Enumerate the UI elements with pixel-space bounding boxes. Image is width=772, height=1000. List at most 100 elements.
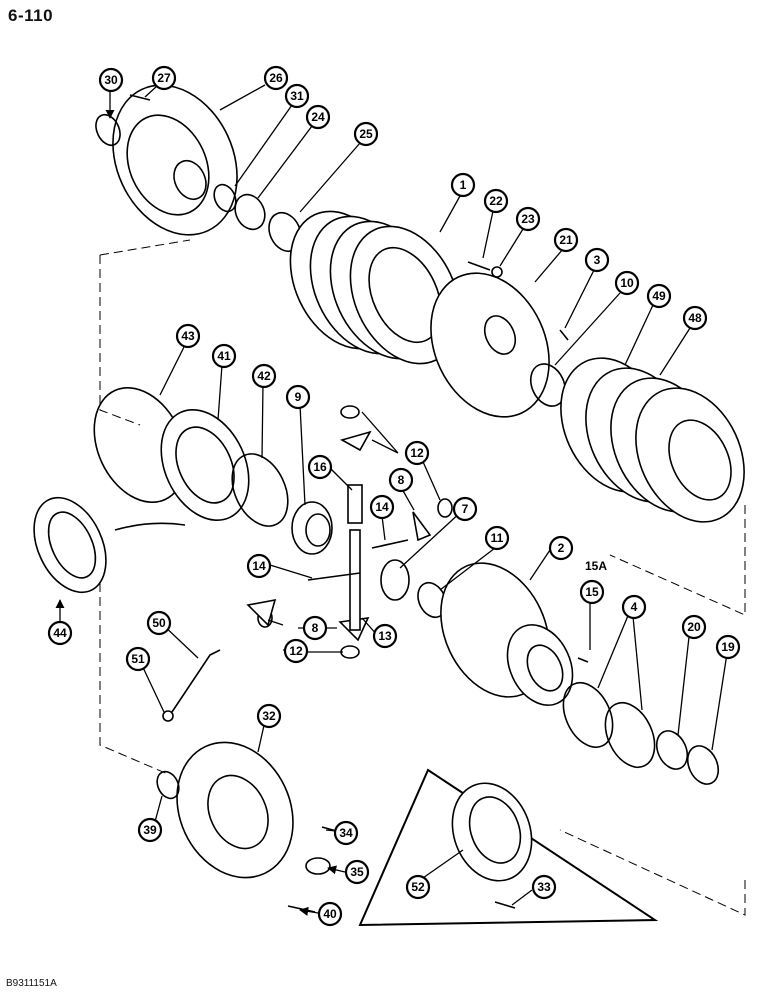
svg-text:20: 20 (687, 620, 701, 634)
callout-15: 15 (579, 579, 605, 605)
callout-48: 48 (682, 305, 708, 331)
leader-lines (55, 84, 729, 916)
part-7-side-gear (380, 559, 410, 601)
part-44-plate (33, 496, 107, 594)
svg-text:24: 24 (311, 110, 325, 124)
callout-25: 25 (353, 121, 379, 147)
svg-text:32: 32 (262, 709, 276, 723)
callout-1: 1 (450, 172, 476, 198)
figure-code: B9311151A (6, 978, 57, 989)
callout-16: 16 (307, 454, 333, 480)
callout-52: 52 (405, 874, 431, 900)
svg-text:25: 25 (359, 127, 373, 141)
svg-text:40: 40 (323, 907, 337, 921)
callout-19: 19 (715, 634, 741, 660)
svg-text:23: 23 (521, 212, 535, 226)
part-31-ring (213, 183, 237, 213)
callout-34: 34 (333, 820, 359, 846)
part-16-pin (347, 484, 363, 524)
callout-12-lower: 12 (283, 638, 309, 664)
svg-text:19: 19 (721, 640, 735, 654)
part-35-washer (305, 857, 331, 875)
svg-text:10: 10 (620, 276, 634, 290)
part-33-pin (494, 901, 516, 909)
part-19-bearing (686, 745, 720, 785)
callout-50: 50 (146, 610, 172, 636)
svg-text:7: 7 (462, 502, 469, 516)
callout-7: 7 (452, 496, 478, 522)
svg-text:43: 43 (181, 329, 195, 343)
callout-30: 30 (98, 67, 124, 93)
callout-51: 51 (125, 646, 151, 672)
svg-text:42: 42 (257, 369, 271, 383)
svg-text:49: 49 (652, 289, 666, 303)
part-20-cup (655, 730, 689, 770)
callout-2: 2 (548, 535, 574, 561)
part-41-piston (160, 408, 250, 522)
page-number: 6-110 (8, 6, 54, 25)
part-8-pinion (339, 430, 372, 452)
callout-49: 49 (646, 283, 672, 309)
svg-text:9: 9 (295, 390, 302, 404)
callout-3: 3 (584, 247, 610, 273)
svg-text:13: 13 (378, 629, 392, 643)
svg-text:16: 16 (313, 460, 327, 474)
svg-text:52: 52 (411, 880, 425, 894)
part-13-shaft (349, 529, 361, 631)
callout-13: 13 (372, 623, 398, 649)
part-2-housing (440, 562, 574, 706)
callout-26: 26 (263, 65, 289, 91)
callout-31: 31 (284, 83, 310, 109)
part-24-bearing (234, 193, 266, 231)
part-51-fitting (162, 710, 174, 722)
svg-text:15: 15 (585, 585, 599, 599)
svg-text:22: 22 (489, 194, 503, 208)
inset-frame (358, 768, 659, 927)
callout-10: 10 (614, 270, 640, 296)
part-52-ring (451, 782, 533, 882)
part-26-housing (112, 84, 238, 236)
callout-8: 8 (388, 467, 414, 493)
assembly-outline-dashed (99, 255, 141, 426)
callout-23: 23 (515, 206, 541, 232)
callout-27: 27 (151, 65, 177, 91)
svg-text:12: 12 (289, 644, 303, 658)
callout-15A: 15A (585, 559, 607, 573)
part-32-housing (176, 741, 294, 879)
svg-text:30: 30 (104, 73, 118, 87)
svg-text:41: 41 (217, 349, 231, 363)
svg-text:14: 14 (252, 559, 266, 573)
svg-text:4: 4 (631, 600, 638, 614)
svg-text:27: 27 (157, 71, 171, 85)
part-48-49-disc-pack (560, 357, 745, 523)
part-12-washer (340, 405, 360, 419)
svg-text:2: 2 (558, 541, 565, 555)
svg-text:26: 26 (269, 71, 283, 85)
part-9-gear (291, 501, 333, 555)
part-15-bolt (577, 657, 589, 663)
part-21-plate (430, 272, 550, 418)
part-39-seal (156, 770, 180, 800)
callout-44: 44 (47, 620, 73, 646)
part-4-rings (562, 682, 614, 748)
svg-text:3: 3 (594, 253, 601, 267)
callout-14: 14 (369, 494, 395, 520)
svg-text:8: 8 (312, 621, 319, 635)
callout-41: 41 (211, 343, 237, 369)
callout-32: 32 (256, 703, 282, 729)
svg-text:50: 50 (152, 616, 166, 630)
svg-text:34: 34 (339, 826, 353, 840)
svg-text:8: 8 (398, 473, 405, 487)
part-30-seal (95, 113, 121, 147)
svg-text:48: 48 (688, 311, 702, 325)
svg-text:33: 33 (537, 880, 551, 894)
callout-20: 20 (681, 614, 707, 640)
callout-14-lower: 14 (246, 553, 272, 579)
callout-24: 24 (305, 104, 331, 130)
svg-text:12: 12 (410, 446, 424, 460)
svg-text:11: 11 (491, 531, 504, 545)
callout-33: 33 (531, 874, 557, 900)
svg-text:39: 39 (143, 823, 157, 837)
callout-21: 21 (553, 227, 579, 253)
callout-43: 43 (175, 323, 201, 349)
